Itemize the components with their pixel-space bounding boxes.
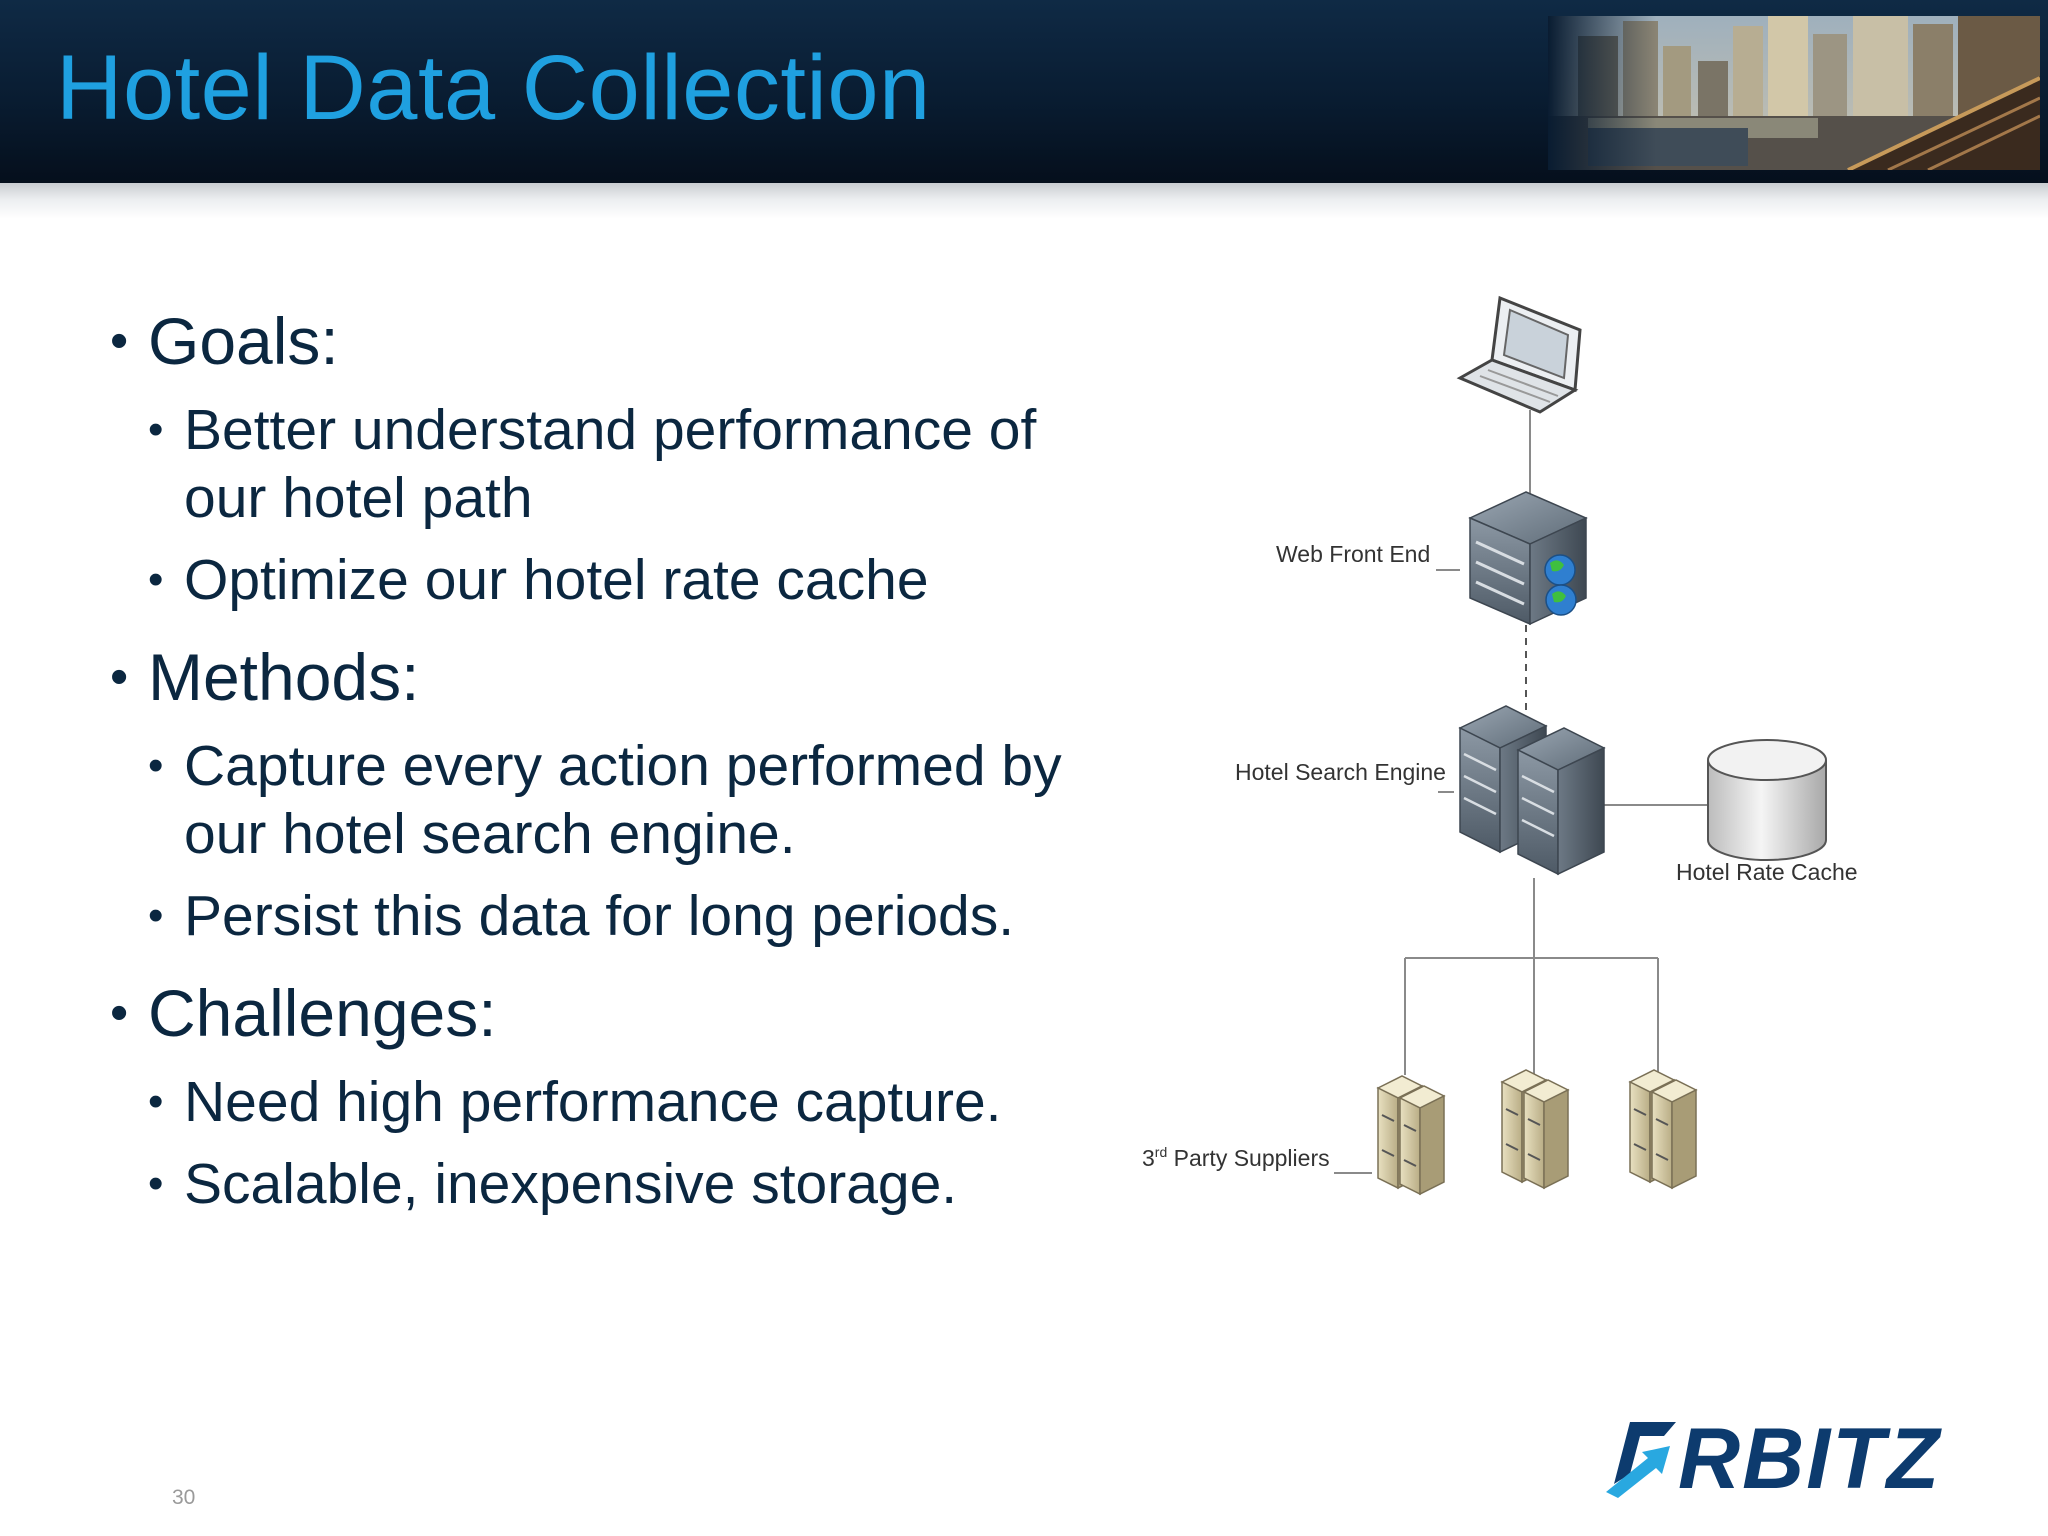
label-web-front-end: Web Front End [1276, 541, 1430, 567]
label-hotel-search-engine: Hotel Search Engine [1235, 759, 1446, 785]
sub-bullet-method-2: Persist this data for long periods. [148, 882, 1120, 950]
bullet-goals: Goals: [110, 300, 1120, 382]
laptop-icon [1456, 295, 1582, 414]
sub-bullet-method-1: Capture every action performed by our ho… [148, 732, 1120, 868]
sub-bullet-goal-2: Optimize our hotel rate cache [148, 546, 1120, 614]
architecture-diagram: Web Front End Hotel Search Engine Hotel … [1142, 295, 1858, 1196]
sub-bullet-goal-1: Better understand performance of our hot… [148, 396, 1120, 532]
label-3rd-party-suppliers: 3rd Party Suppliers [1142, 1144, 1330, 1171]
orbitz-logo: RBITZ [1600, 1411, 2010, 1507]
bullet-list: Goals: Better understand performance of … [110, 300, 1120, 1218]
supplier-server-icon-1 [1376, 1075, 1446, 1196]
sub-bullet-challenge-2: Scalable, inexpensive storage. [148, 1150, 1120, 1218]
bullet-challenges: Challenges: [110, 972, 1120, 1054]
search-engine-servers-icon [1458, 705, 1606, 876]
header-shadow [0, 183, 2048, 219]
supplier-server-icon-3 [1628, 1069, 1698, 1190]
orbit-arrow-icon [1606, 1422, 1676, 1498]
bullet-methods: Methods: [110, 636, 1120, 718]
slide-title: Hotel Data Collection [56, 37, 931, 139]
label-hotel-rate-cache: Hotel Rate Cache [1676, 859, 1858, 885]
logo-wordmark: RBITZ [1678, 1412, 1943, 1502]
globe-icon [1544, 554, 1577, 616]
database-icon [1707, 739, 1827, 861]
sub-bullet-challenge-1: Need high performance capture. [148, 1068, 1120, 1136]
page-number: 30 [172, 1486, 196, 1509]
supplier-server-icon-2 [1500, 1069, 1570, 1190]
city-photo [1548, 16, 2040, 170]
